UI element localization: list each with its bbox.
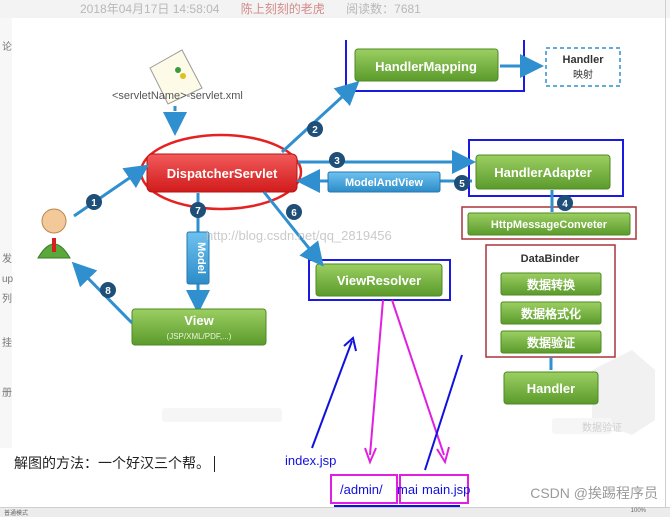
handler-label: Handler	[527, 381, 575, 396]
data-conversion-box	[500, 272, 602, 296]
left-char: 挂	[2, 338, 12, 349]
main-overlap-annotation: mai	[397, 482, 418, 497]
view-resolver-label: ViewResolver	[337, 273, 421, 288]
svg-text:8: 8	[105, 286, 111, 297]
step6-arrow	[262, 191, 324, 267]
publish-date: 2018年04月17日 14:58:04	[80, 2, 220, 16]
right-divider	[665, 0, 666, 516]
step-6-badge: 6	[286, 204, 302, 220]
svg-text:3: 3	[334, 156, 340, 167]
handler-adapter-label: HandlerAdapter	[494, 165, 592, 180]
svg-text:7: 7	[195, 206, 201, 217]
svg-text:6: 6	[291, 208, 297, 219]
model-and-view-label: ModelAndView	[345, 177, 423, 189]
model-and-view-box	[327, 171, 441, 193]
caption-text: 解图的方法：一个好汉三个帮。	[14, 456, 210, 472]
view-sub-label: (JSP/XML/PDF,...)	[167, 332, 232, 341]
csdn-watermark: CSDN @挨踢程序员	[530, 485, 658, 501]
faded-bottom-label: 数据验证	[582, 421, 622, 434]
handler-adapter-box	[475, 154, 611, 190]
article-caption: 解图的方法：一个好汉三个帮。	[14, 453, 215, 473]
left-char: 列	[2, 294, 12, 305]
handler-mapping-box	[354, 48, 499, 82]
servlet-xml-label: <servletName>-servlet.xml	[112, 90, 243, 102]
step-8-badge: 8	[100, 282, 116, 298]
editor-status-bar: 普通模式 100%	[0, 507, 670, 517]
main-jsp-annotation: main.jsp	[422, 482, 471, 497]
handler-mapping-label: HandlerMapping	[375, 59, 477, 74]
data-validation-box	[500, 330, 602, 354]
data-conversion-label: 数据转换	[527, 277, 576, 292]
view-resolver-box	[315, 263, 443, 297]
zoom-level[interactable]: 100%	[630, 508, 646, 514]
step-2-badge: 2	[307, 121, 323, 137]
http-message-converter-box	[467, 212, 631, 236]
handler-mapping-note-line2: 映射	[573, 69, 593, 81]
user-icon	[37, 208, 71, 259]
author-link[interactable]: 陈上刻刻的老虎	[240, 2, 325, 16]
magenta-arrowhead	[364, 447, 377, 465]
step1-arrow	[73, 164, 149, 218]
converter-frame	[461, 206, 637, 240]
view-label: View	[184, 313, 214, 328]
step-7-badge: 7	[190, 202, 206, 218]
step2-arrow	[280, 80, 360, 154]
left-char: 论	[2, 42, 12, 53]
data-binder-label: DataBinder	[521, 253, 580, 265]
step-1-badge: 1	[86, 194, 102, 210]
blog-url-watermark: http://blog.csdn.net/qq_2819456	[206, 228, 392, 243]
article-meta-bar: 2018年04月17日 14:58:04 陈上刻刻的老虎 阅读数：7681	[0, 0, 670, 18]
article-meta: 2018年04月17日 14:58:04 陈上刻刻的老虎 阅读数：7681	[80, 0, 439, 17]
handler-box	[503, 371, 599, 405]
handler-mapping-note-line1: Handler	[563, 54, 605, 66]
view-box	[131, 308, 267, 346]
read-count: 阅读数：7681	[346, 2, 421, 16]
step-3-badge: 3	[329, 152, 345, 168]
svg-text:4: 4	[562, 199, 568, 210]
status-mode: 普通模式	[4, 511, 29, 517]
left-char: 册	[2, 388, 12, 399]
step-5-badge: 5	[454, 175, 470, 191]
admin-path-annotation: /admin/	[340, 482, 383, 497]
data-validation-label: 数据验证	[527, 335, 575, 350]
magenta-arrowhead	[436, 446, 450, 465]
http-message-converter-label: HttpMessageConveter	[491, 219, 608, 231]
left-char: up	[2, 274, 14, 285]
step-4-badge: 4	[557, 195, 573, 211]
svg-text:5: 5	[459, 179, 465, 190]
background-decoration	[162, 350, 655, 435]
left-char: 发	[2, 254, 12, 265]
left-sidebar-strip: 论 发 up 列 挂 册	[0, 18, 14, 448]
xml-document-icon	[149, 49, 203, 105]
model-label: Model	[195, 242, 207, 274]
data-formatting-label: 数据格式化	[521, 306, 581, 321]
svg-text:1: 1	[91, 198, 97, 209]
svg-text:2: 2	[312, 125, 318, 136]
dispatcher-servlet-label: DispatcherServlet	[167, 166, 278, 181]
text-cursor	[214, 456, 215, 472]
handler-mapping-note	[545, 47, 621, 87]
index-jsp-annotation: index.jsp	[285, 453, 337, 468]
model-box	[186, 231, 210, 285]
data-formatting-box	[500, 301, 602, 325]
springmvc-flow-diagram: 数据验证 <servletName>-servlet.xml HandlerMa…	[32, 30, 655, 440]
